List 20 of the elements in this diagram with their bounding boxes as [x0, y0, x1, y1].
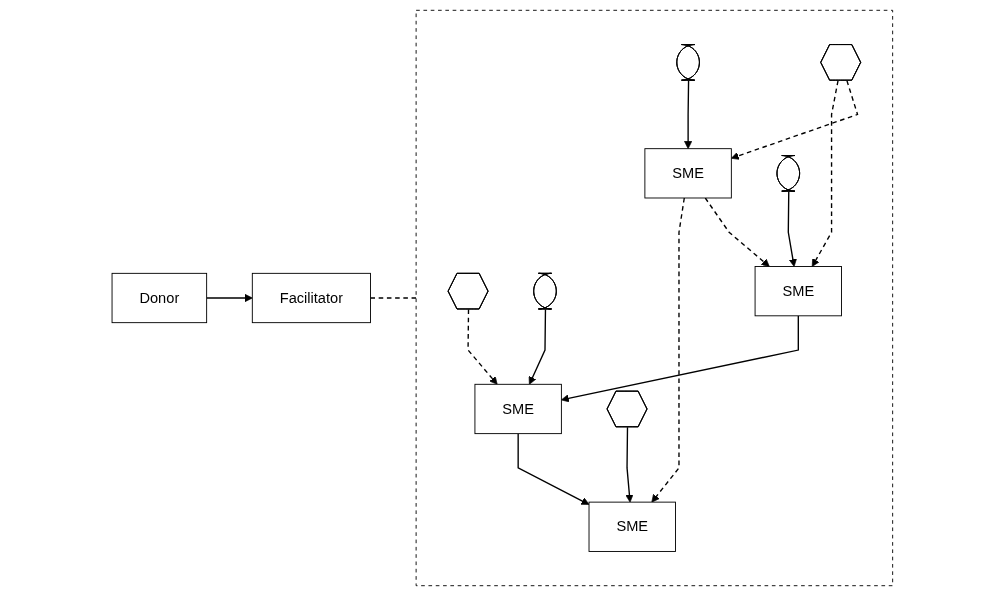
arrow: [528, 308, 547, 385]
arrow: [704, 197, 770, 267]
arrow: [467, 308, 498, 385]
arrow: [625, 426, 634, 503]
node-box: SME: [474, 383, 562, 435]
node-box: Facilitator: [252, 272, 372, 324]
connector: [369, 297, 417, 299]
arrow: [517, 432, 590, 505]
arrow: [651, 197, 686, 503]
node-box: Donor: [111, 272, 208, 324]
arrow: [731, 79, 859, 160]
cluster: [415, 9, 894, 587]
node-box: SME: [754, 266, 843, 317]
node-box: SME: [588, 501, 677, 552]
arrow: [561, 315, 800, 403]
arrow: [206, 294, 253, 302]
arrow: [787, 190, 797, 267]
arrow: [812, 79, 839, 267]
node-box: SME: [644, 148, 732, 199]
arrow: [684, 79, 693, 150]
